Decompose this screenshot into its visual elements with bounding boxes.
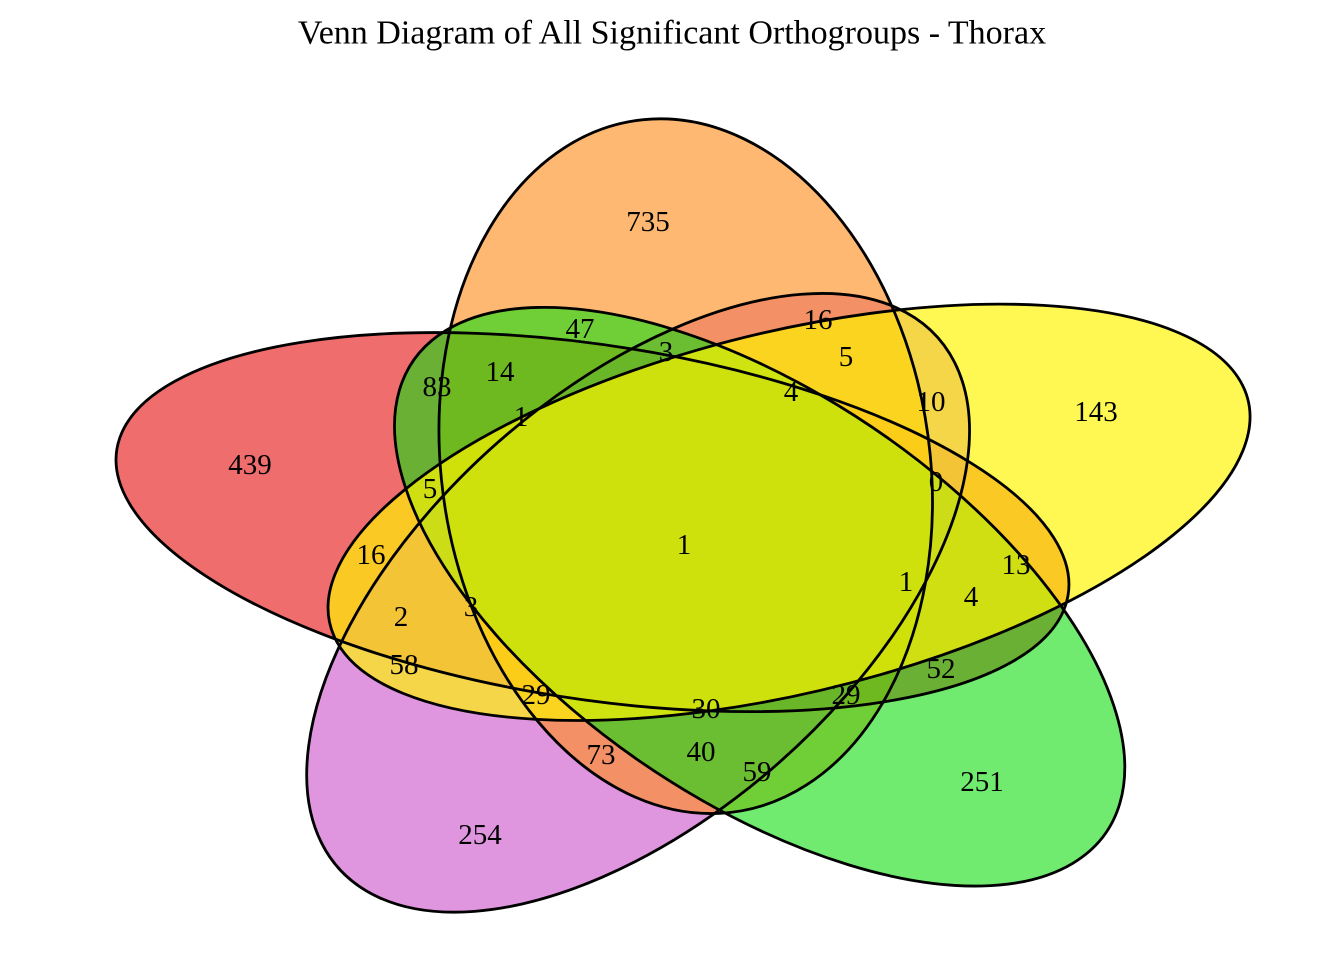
ellipse-set-e-violet-outline [172, 215, 1104, 960]
ellipse-set-d-green-outline [259, 218, 1261, 960]
region-label-e: 254 [458, 819, 502, 851]
region-label-c: 143 [1074, 396, 1118, 428]
region-label-abce: 1 [514, 401, 529, 433]
ellipse-set-b-orange-outline [407, 107, 964, 826]
region-label-bde: 40 [687, 736, 716, 768]
region-label-ade: 29 [522, 679, 551, 711]
region-label-acd: 4 [964, 581, 979, 613]
ellipse-set-a-red-outline [60, 268, 1124, 776]
region-label-be: 73 [587, 739, 616, 771]
region-label-bd: 47 [566, 313, 595, 345]
region-label-abcde: 1 [677, 529, 692, 561]
region-label-de: 59 [743, 756, 772, 788]
region-label-ac: 16 [357, 539, 386, 571]
region-label-bcd: 0 [929, 466, 944, 498]
venn-region-labels: 439 735 143 251 254 83 16 52 58 16 47 73… [228, 206, 1118, 851]
region-label-abe: 5 [423, 473, 438, 505]
region-label-abd: 14 [486, 356, 516, 388]
region-label-abc: 3 [659, 336, 674, 368]
venn-ellipse-outlines [60, 107, 1332, 960]
chart-title: Venn Diagram of All Significant Orthogro… [298, 15, 1046, 52]
ellipse-set-c-yellow-outline [246, 220, 1333, 805]
region-label-acde: 30 [692, 693, 721, 725]
region-label-cd: 13 [1002, 549, 1031, 581]
region-label-bcde: 1 [899, 566, 914, 598]
region-label-ae: 58 [390, 649, 419, 681]
region-label-bce: 5 [839, 341, 854, 373]
region-label-ad: 52 [927, 653, 956, 685]
region-label-a: 439 [228, 449, 272, 481]
ellipse-set-c-yellow-fill [328, 304, 1250, 721]
venn-ellipse-fills [116, 118, 1250, 913]
region-label-ab: 83 [423, 371, 452, 403]
region-label-b: 735 [626, 206, 670, 238]
region-label-d: 251 [960, 766, 1004, 798]
region-label-abcd: 4 [784, 376, 799, 408]
region-label-cde: 29 [832, 679, 861, 711]
region-label-ce: 10 [917, 386, 946, 418]
region-label-bc: 16 [804, 304, 833, 336]
region-label-ace: 2 [394, 601, 409, 633]
region-label-abde: 3 [464, 591, 479, 623]
